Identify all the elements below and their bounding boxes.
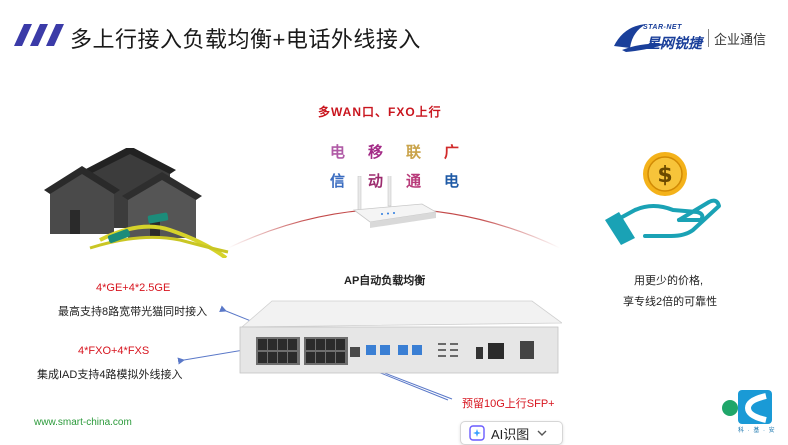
carrier-char: 电 [444,173,460,190]
chevron-down-icon [537,430,547,436]
wan-ports-desc: 最高支持8路宽带光猫同时接入 [58,306,208,318]
ai-sparkle-icon [469,425,485,441]
carrier-char: 电 [330,144,346,161]
brand-chinese: 星网锐捷 [646,35,702,51]
ap-load-balance-label: AP自动负载均衡 [344,275,426,287]
ai-recognize-button[interactable]: AI识图 [460,421,563,445]
sfp-note: 预留10G上行SFP+ [462,398,555,410]
wifi-router-icon [352,176,438,228]
carrier-char: 广 [444,144,460,161]
svg-text:$: $ [657,163,672,188]
benefit-line-1: 用更少的价格, [634,275,704,287]
brand-divider [708,29,709,47]
carrier-char: 移 [368,144,384,161]
carrier-char: 通 [406,173,422,190]
page-title: 多上行接入负载均衡+电话外线接入 [70,27,421,52]
benefit-line-2: 享专线2倍的可靠性 [623,296,718,308]
corner-logo-text: 科 · 基 · 安 [738,428,776,434]
gateway-device-icon [239,300,562,374]
star-net-logo-icon [614,24,666,52]
voice-ports-spec: 4*FXO+4*FXS [78,345,150,357]
website-link[interactable]: www.smart-china.com [34,417,132,428]
hand-coin-icon: $ [605,152,721,245]
voice-ports-desc: 集成IAD支持4路模拟外线接入 [37,369,183,381]
wan-ports-spec: 4*GE+4*2.5GE [96,282,171,294]
title-slash-icon [14,24,64,46]
carrier-char: 动 [368,173,384,190]
brand-logo: STAR-NET 星网锐捷 企业通信 [612,20,778,54]
corner-logo-icon [722,390,772,424]
houses-fiber-icon [44,148,229,258]
brand-english: STAR-NET [643,24,682,31]
headline-wan-fxo: 多WAN口、FXO上行 [318,105,442,119]
carrier-char: 联 [406,144,422,161]
carrier-char: 信 [330,173,346,190]
ai-button-label: AI识图 [491,426,530,442]
brand-division: 企业通信 [714,32,767,47]
